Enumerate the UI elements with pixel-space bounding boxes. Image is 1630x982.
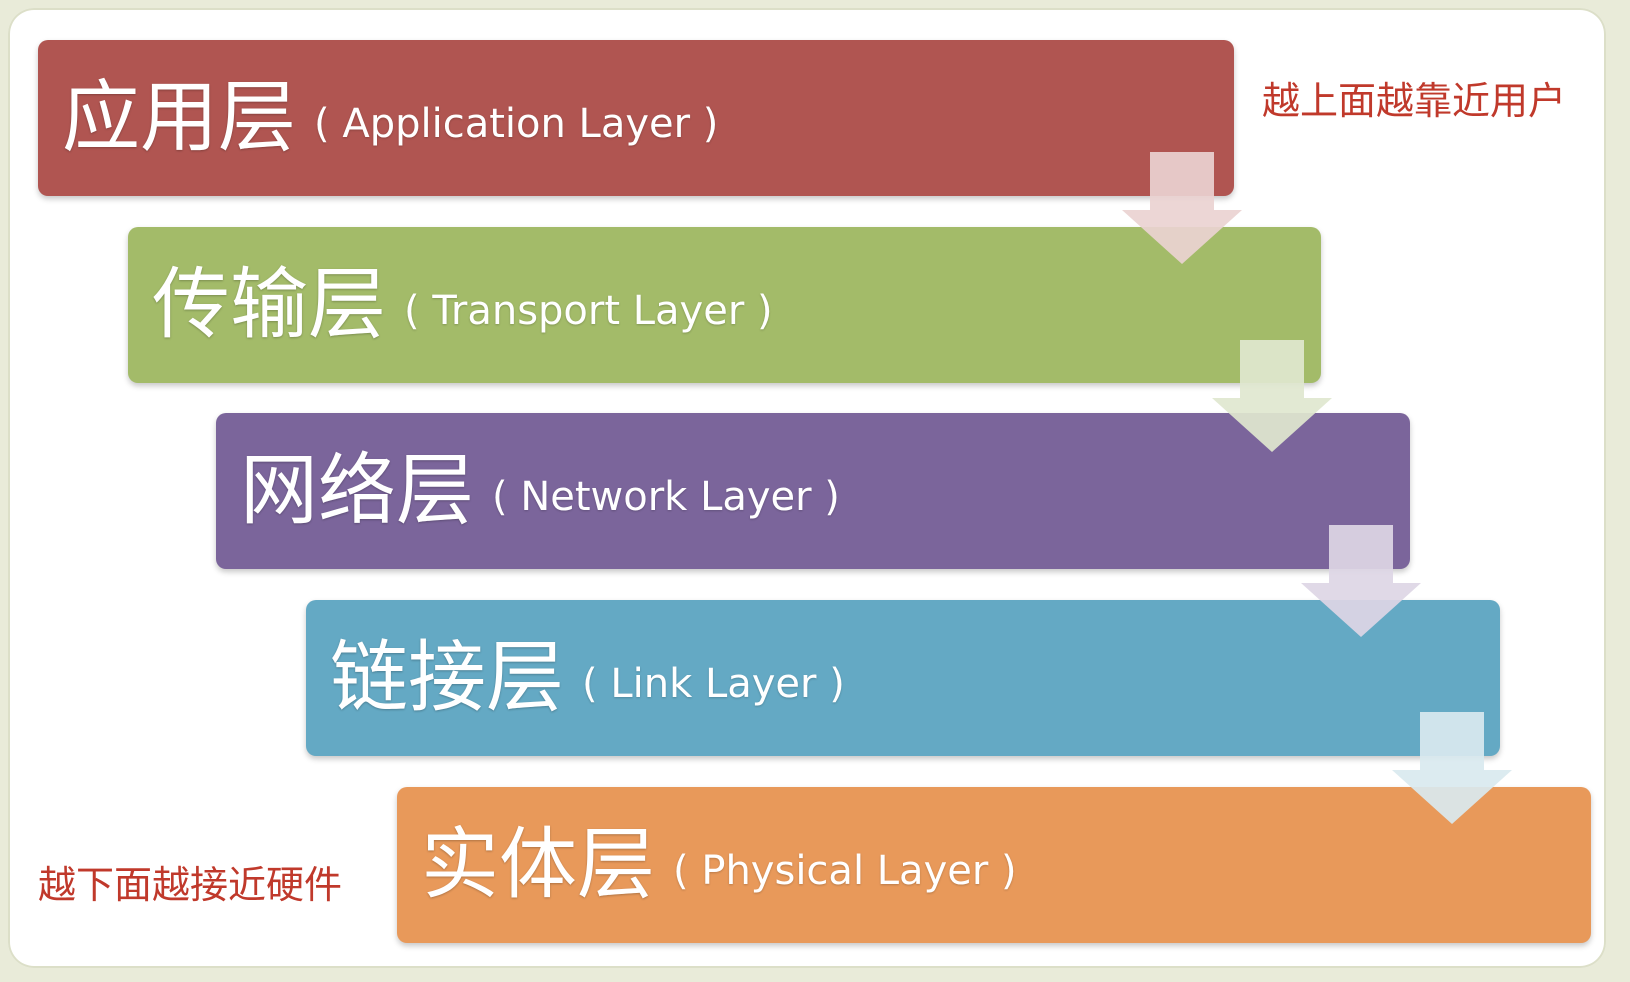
note-bottom: 越下面越接近硬件 [38, 863, 343, 907]
layer-en-label: ( Network Layer ) [492, 474, 840, 520]
down-arrow-icon [1392, 712, 1512, 824]
layer-en-label: ( Physical Layer ) [673, 848, 1017, 894]
layer-cn-label: 网络层 [240, 446, 475, 536]
layer-en-label: ( Application Layer ) [314, 101, 719, 147]
down-arrow-icon [1301, 525, 1421, 637]
layer-en-label: ( Transport Layer ) [404, 288, 773, 334]
note-top: 越上面越靠近用户 [1262, 79, 1567, 123]
link-layer-bar: 链接层 ( Link Layer ) [306, 600, 1500, 756]
layer-cn-label: 传输层 [152, 260, 387, 350]
application-layer-bar: 应用层 ( Application Layer ) [38, 40, 1234, 196]
down-arrow-icon [1212, 340, 1332, 452]
layer-cn-label: 应用层 [62, 73, 297, 163]
network-layer-bar: 网络层 ( Network Layer ) [216, 413, 1410, 569]
physical-layer-bar: 实体层 ( Physical Layer ) [397, 787, 1591, 943]
down-arrow-icon [1122, 152, 1242, 264]
transport-layer-bar: 传输层 ( Transport Layer ) [128, 227, 1321, 383]
layer-en-label: ( Link Layer ) [582, 661, 845, 707]
layer-cn-label: 实体层 [421, 820, 656, 910]
layer-cn-label: 链接层 [330, 633, 565, 723]
